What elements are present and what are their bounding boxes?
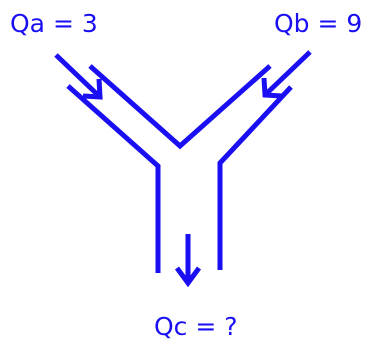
arrow-b-head-icon [261,77,283,99]
pipe-right-wall [217,85,293,270]
flow-arrow-c [174,234,202,288]
flow-arrow-b [261,50,312,99]
pipe-walls [66,64,293,273]
flow-arrow-a [54,53,103,100]
arrow-a-shaft [54,53,102,99]
arrow-a-head-icon [82,78,103,100]
pipe-inner-wall [88,64,272,150]
inflow-b-label: Qb = 9 [274,9,362,38]
pipe-left-wall [66,84,161,273]
inflow-a-label: Qa = 3 [10,9,98,38]
arrow-c-head-icon [174,266,202,288]
arrow-b-shaft [263,50,312,97]
outflow-c-label: Qc = ? [154,312,238,341]
